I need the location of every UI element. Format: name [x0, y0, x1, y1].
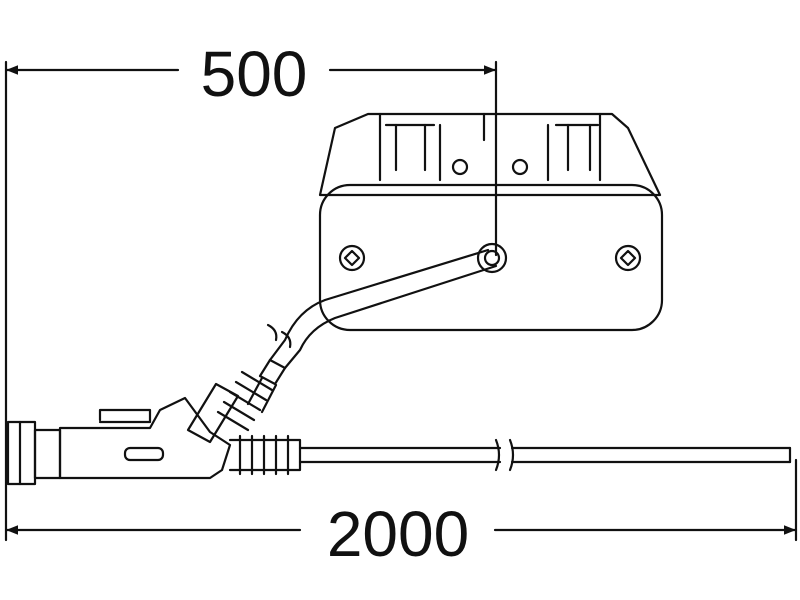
cable-lower: [228, 434, 792, 476]
connector-body: [6, 396, 232, 486]
dimension-line-top: [4, 60, 498, 257]
cable-upper: [186, 248, 498, 444]
dimension-label-top: 500: [201, 38, 308, 110]
dimension-label-bottom: 2000: [327, 498, 469, 570]
lamp-housing: [318, 112, 664, 332]
